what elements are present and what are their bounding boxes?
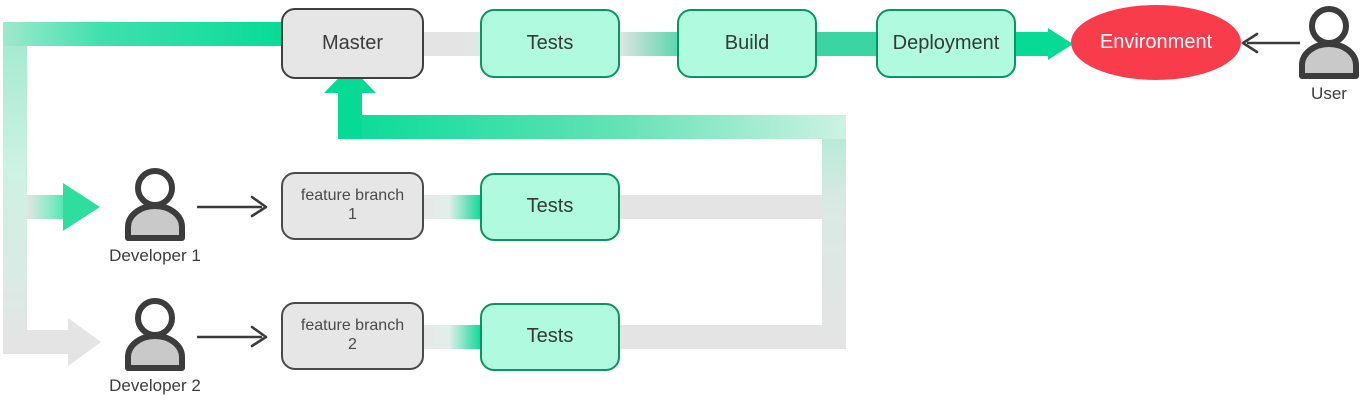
node-deployment[interactable]: Deployment	[876, 9, 1016, 78]
connector-branch1-to-tests1	[422, 195, 482, 219]
connector-tests-to-build	[618, 32, 680, 56]
node-build[interactable]: Build	[677, 9, 817, 78]
node-environment-label: Environment	[1099, 30, 1213, 53]
connector-deployment-to-environment	[1013, 28, 1073, 60]
connector-feedback-to-master	[324, 66, 846, 139]
connector-to-developer-1	[27, 183, 100, 231]
node-tests-main-label: Tests	[526, 31, 574, 54]
connector-tests2-to-rail	[618, 325, 846, 349]
node-feature-branch-2[interactable]: feature branch 2	[281, 302, 424, 370]
node-tests-branch-2-label: Tests	[526, 325, 574, 348]
connector-tests1-to-rail	[618, 195, 846, 219]
node-tests-branch-1-label: Tests	[526, 195, 574, 218]
node-master[interactable]: Master	[281, 8, 424, 79]
node-tests-branch-1[interactable]: Tests	[480, 173, 620, 241]
node-environment[interactable]: Environment	[1071, 5, 1241, 80]
node-master-label: Master	[321, 31, 384, 54]
person-icon-developer-2	[125, 298, 185, 371]
connector-branch2-to-tests2	[422, 325, 482, 349]
connector-to-developer-2	[3, 318, 101, 366]
connector-user-to-environment	[1241, 32, 1300, 54]
connector-master-to-developers	[3, 22, 285, 352]
connector-developer2-to-branch2	[197, 325, 268, 348]
node-deployment-label: Deployment	[892, 31, 1000, 54]
node-feature-branch-1[interactable]: feature branch 1	[281, 172, 424, 240]
node-tests-main[interactable]: Tests	[480, 9, 620, 78]
actor-user-label: User	[1311, 84, 1347, 103]
actor-developer-2-label: Developer 2	[109, 376, 201, 395]
connector-developer1-to-branch1	[197, 195, 268, 218]
node-feature-branch-1-label: feature branch 1	[301, 187, 404, 225]
branch-2-line-2: 2	[348, 336, 357, 353]
person-icon-user	[1299, 6, 1359, 79]
connector-return-rail	[822, 115, 846, 349]
branch-1-line-1: feature branch	[300, 187, 405, 205]
node-feature-branch-2-label: feature branch 2	[301, 317, 404, 355]
person-icon-developer-1	[125, 168, 185, 241]
node-tests-branch-2[interactable]: Tests	[480, 303, 620, 371]
branch-1-line-2: 1	[348, 206, 357, 223]
branch-2-line-1: feature branch	[300, 317, 405, 335]
actor-developer-1-label: Developer 1	[109, 246, 201, 265]
connector-build-to-deployment	[815, 32, 878, 56]
node-build-label: Build	[724, 31, 770, 54]
connector-master-to-tests	[422, 32, 482, 56]
